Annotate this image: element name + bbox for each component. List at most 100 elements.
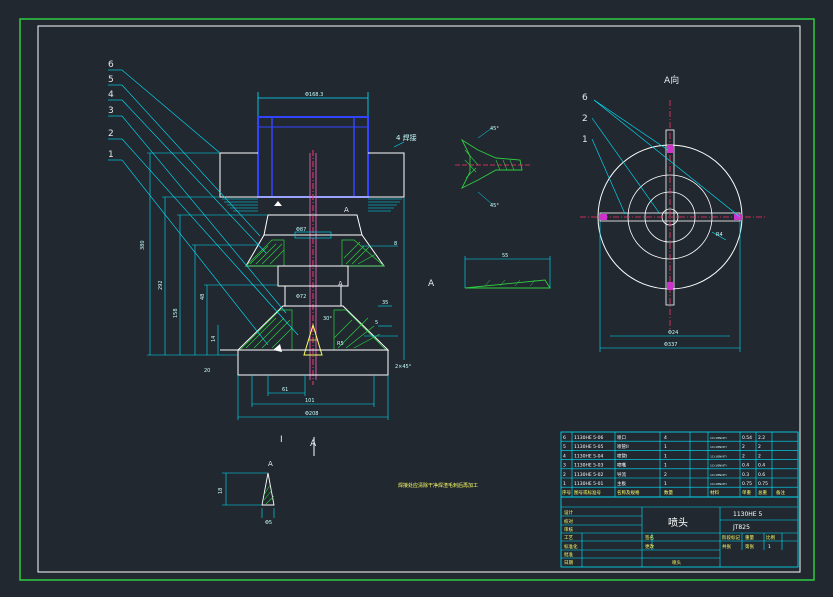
- dim-55: 55: [502, 253, 508, 259]
- leader-3: 3: [108, 106, 114, 116]
- parts-cell-no: 4: [563, 453, 566, 459]
- parts-cell-qty: 2: [664, 472, 667, 478]
- dim-h48: 48: [200, 294, 206, 300]
- parts-cell-w1: 0.75: [742, 481, 752, 487]
- parts-header-w1: 单重: [742, 489, 751, 496]
- stage-mark: 阶段标记: [722, 534, 740, 541]
- dim-bottom-dia: Φ5: [265, 520, 272, 526]
- dim-ang30: 30°: [323, 316, 332, 322]
- dim-top-r: R4: [716, 232, 723, 238]
- parts-cell-material: 1Cr18Ni9Ti: [710, 482, 727, 486]
- parts-cell-w2: 2: [758, 444, 761, 450]
- row-check: 校对: [564, 518, 573, 525]
- sheet-count: 共张: [722, 543, 731, 550]
- parts-cell-no: 5: [563, 444, 566, 450]
- parts-cell-code: 1130HE 5-02: [574, 472, 603, 478]
- row-change: 更改: [645, 543, 654, 550]
- section-label-a3[interactable]: A: [338, 280, 343, 288]
- row-sign: 签名: [645, 534, 654, 541]
- parts-cell-name: 导流: [617, 471, 626, 478]
- section-mark-roman: I: [280, 435, 283, 445]
- row-standard: 标准化: [564, 543, 578, 550]
- parts-cell-w2: 0.4: [758, 463, 765, 469]
- leader-5: 5: [108, 75, 114, 85]
- parts-cell-material: 1Cr18Ni9Ti: [710, 445, 727, 449]
- top-leader-6: 6: [582, 93, 588, 103]
- dim-top-inner: Φ24: [668, 330, 678, 336]
- title-scale-code: JT825: [732, 524, 750, 531]
- dim-61: 61: [282, 387, 288, 393]
- dim-mid-dia: Φ72: [296, 294, 306, 300]
- dim-pipe-inner: Φ87: [296, 227, 306, 233]
- parts-cell-name: 喷嘴: [617, 462, 626, 469]
- dim-ang45-top: 45°: [490, 126, 499, 132]
- dim-hb: 8: [394, 241, 397, 247]
- leader-2: 2: [108, 129, 114, 139]
- parts-cell-w1: 0.4: [742, 463, 749, 469]
- parts-cell-material: 1Cr18Ni9Ti: [710, 473, 727, 477]
- section-label-a2[interactable]: A: [428, 279, 435, 289]
- parts-cell-code: 1130HE 5-04: [574, 453, 603, 459]
- parts-cell-w1: 2: [742, 453, 745, 459]
- row-audit: 审核: [564, 526, 573, 533]
- parts-cell-no: 1: [563, 481, 566, 487]
- leader-4: 4: [108, 90, 114, 100]
- inner-frame: [37, 25, 801, 573]
- dim-small-h: 18: [218, 488, 224, 494]
- parts-cell-qty: 1: [664, 481, 667, 487]
- parts-cell-no: 3: [563, 463, 566, 469]
- detail-nozzle-view: 45° 45°: [455, 126, 530, 209]
- parts-header-no: 序号: [562, 489, 571, 496]
- weight-label: 重量: [745, 534, 754, 541]
- parts-header-material: 材料: [710, 489, 719, 496]
- dim-101: 101: [305, 398, 315, 404]
- parts-cell-name: 喷管I: [617, 452, 627, 459]
- main-section-view: Φ168.3 Φ87 Φ72: [108, 60, 435, 456]
- parts-cell-name: 主板: [617, 480, 626, 487]
- dim-208: Φ208: [305, 411, 318, 417]
- title-drawing-code: 1130HE 5: [733, 511, 762, 518]
- dim-h35: 35: [382, 300, 388, 306]
- parts-header-name: 名称及规格: [617, 489, 640, 496]
- parts-cell-w1: 0.54: [742, 435, 752, 441]
- company-name: 喷头: [672, 559, 681, 566]
- drawing-title: 喷头: [668, 517, 688, 529]
- row-date: 日期: [564, 560, 573, 566]
- detail-wedge-view: 55: [464, 253, 551, 289]
- parts-cell-w1: 2: [742, 444, 745, 450]
- parts-cell-qty: 1: [664, 444, 667, 450]
- tag-weld-4: 4 焊接: [396, 133, 417, 142]
- section-label-a[interactable]: A: [344, 206, 349, 214]
- parts-cell-name: 喷口: [617, 434, 626, 441]
- dim-r5: R5: [337, 341, 344, 347]
- dim-h292: 292: [158, 280, 164, 290]
- dim-ha: 5: [375, 320, 378, 326]
- parts-cell-name: 喷管II: [617, 443, 629, 450]
- sheet-index: 第张: [745, 543, 754, 550]
- parts-header-w2: 总重: [758, 489, 767, 496]
- ratio-label: 比例: [766, 534, 775, 541]
- top-leader-2: 2: [582, 114, 588, 124]
- parts-cell-qty: 1: [664, 453, 667, 459]
- parts-cell-no: 2: [563, 472, 566, 478]
- parts-cell-w2: 2: [758, 453, 761, 459]
- parts-cell-w2: 0.6: [758, 472, 765, 478]
- dim-h380: 380: [140, 240, 146, 250]
- outer-frame: [19, 18, 815, 581]
- parts-cell-material: 1Cr18Ni9Ti: [710, 436, 727, 440]
- top-view-a: A向 6 2 1 R4 Φ24 Φ337: [580, 74, 765, 352]
- parts-cell-qty: 4: [664, 435, 667, 441]
- parts-cell-code: 1130HE 5-06: [574, 435, 603, 441]
- dim-2x45: 2×45°: [395, 364, 412, 370]
- dim-ang45-bottom: 45°: [490, 203, 499, 209]
- detail-a-label: A: [268, 460, 273, 468]
- dim-h14: 14: [211, 336, 217, 342]
- leader-6: 6: [108, 60, 114, 70]
- leader-1: 1: [108, 150, 114, 160]
- row-process: 工艺: [564, 535, 573, 541]
- parts-cell-w2: 2.2: [758, 435, 765, 441]
- top-leader-1: 1: [582, 135, 588, 145]
- parts-cell-w1: 0.3: [742, 472, 749, 478]
